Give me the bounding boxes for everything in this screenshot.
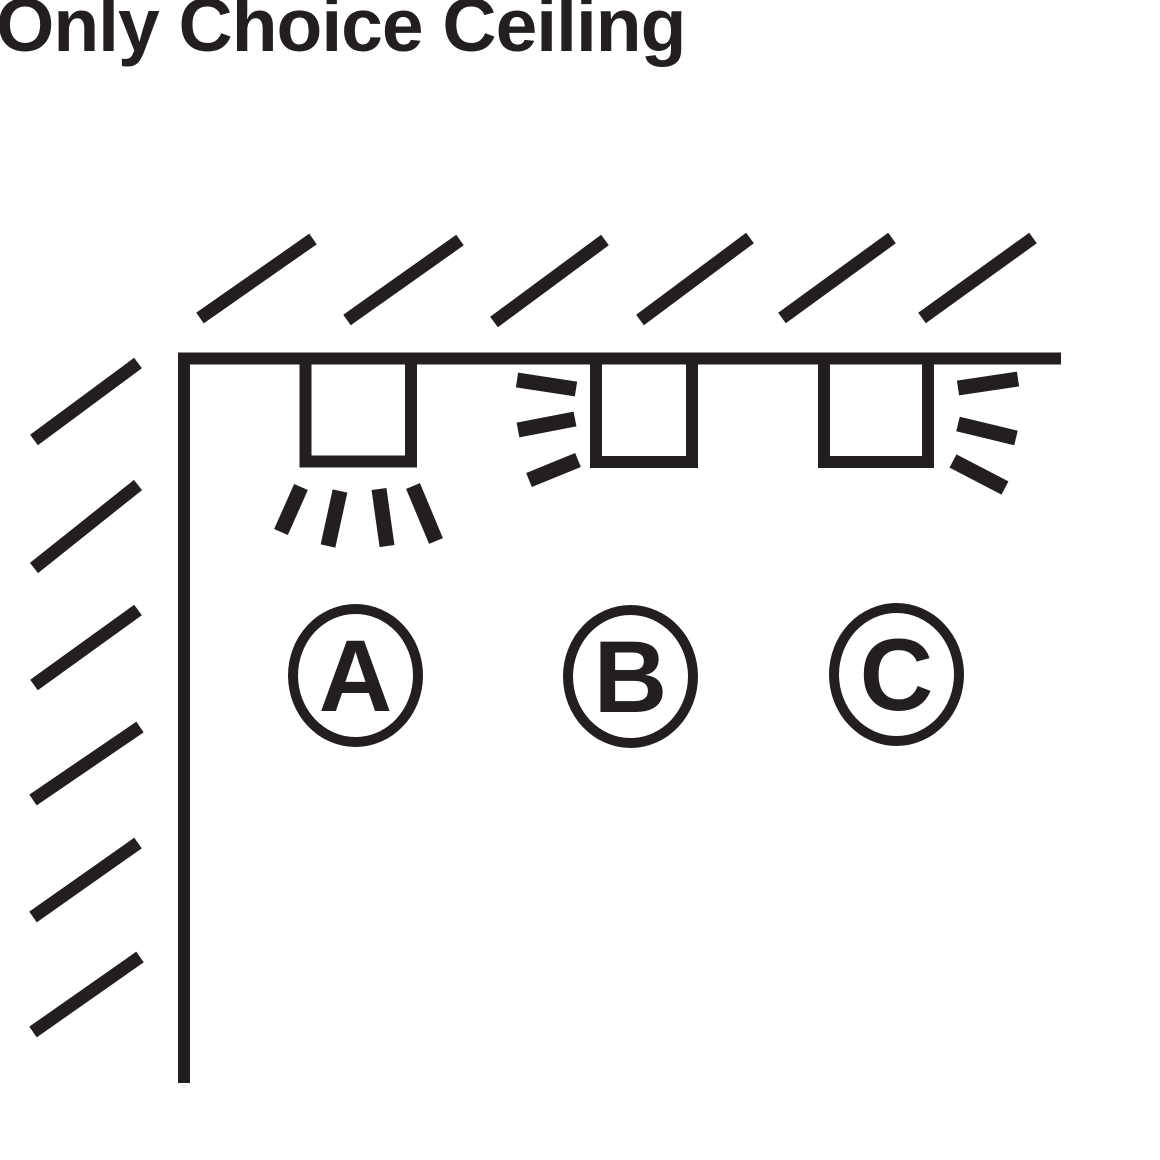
hatch-line	[196, 233, 317, 324]
hatch-line	[30, 604, 142, 691]
light-ray-icon	[949, 454, 1009, 495]
light-ray-icon	[515, 372, 578, 397]
option-label-b: B	[593, 619, 668, 734]
hatch-line	[29, 837, 142, 923]
ceiling-hatching	[196, 232, 1037, 328]
light-ray-icon	[526, 453, 581, 487]
light-ray-icon	[320, 489, 348, 548]
light-rays-down-a	[274, 483, 443, 548]
option-label-c: C	[859, 617, 934, 732]
light-ray-icon	[956, 371, 1020, 396]
fixture-box-icon	[299, 357, 417, 468]
hatch-line	[30, 357, 142, 446]
option-badge-b: B	[563, 605, 698, 748]
option-badge-c: C	[829, 603, 964, 746]
fixture-box-icon	[590, 357, 698, 468]
light-ray-icon	[274, 483, 308, 536]
hatch-line	[29, 479, 143, 574]
hatch-line	[29, 951, 144, 1038]
page-title: Only Choice Ceiling	[0, 0, 686, 67]
fixture-housing-c	[818, 357, 934, 468]
light-ray-icon	[371, 487, 395, 548]
wall-hatching	[29, 357, 144, 1038]
hatch-line	[918, 232, 1037, 324]
fixture-housing-b	[590, 357, 698, 468]
light-ray-icon	[516, 411, 577, 438]
hatch-line	[636, 232, 754, 326]
hatch-line	[29, 721, 144, 806]
option-badge-a: A	[288, 604, 423, 747]
option-label-a: A	[318, 618, 393, 733]
light-ray-icon	[956, 416, 1018, 446]
hatch-line	[343, 234, 464, 326]
fixture-housing-a	[299, 357, 417, 468]
light-rays-right-c	[949, 371, 1020, 495]
light-ray-icon	[406, 483, 443, 544]
fixture-box-icon	[818, 357, 934, 468]
hatch-line	[778, 232, 896, 324]
light-rays-left-b	[515, 372, 581, 487]
hatch-line	[490, 234, 609, 328]
